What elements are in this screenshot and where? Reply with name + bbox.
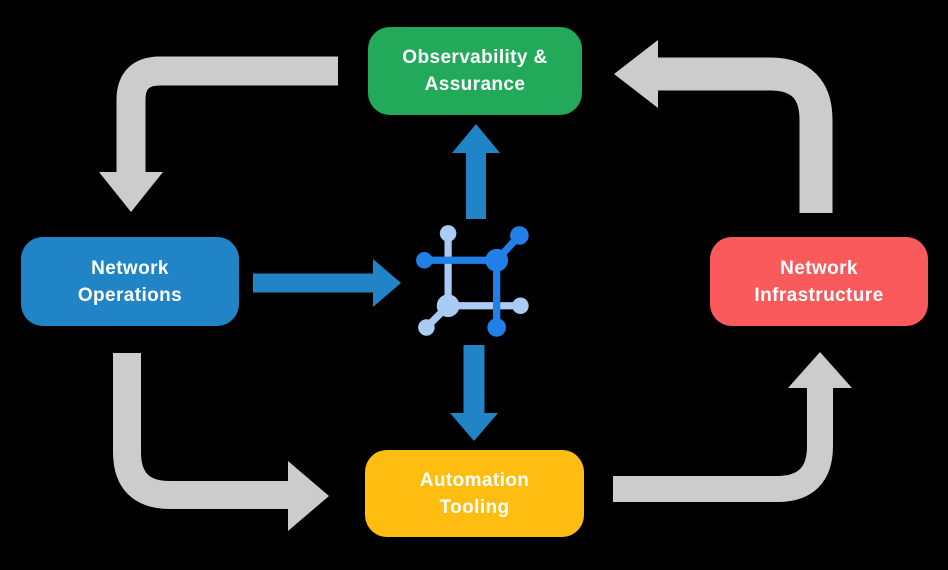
arrow-center-to-observability <box>452 124 500 219</box>
node-label-line: Automation <box>419 469 530 491</box>
node-automation-tooling: Automation Tooling <box>365 450 584 537</box>
arrow-operations-to-center <box>253 259 401 307</box>
arrow-infrastructure-to-observability <box>614 40 833 213</box>
node-label-line: Observability & <box>402 47 548 68</box>
arrow-automation-to-infrastructure <box>613 352 852 502</box>
node-network-infrastructure: Network Infrastructure <box>710 237 928 326</box>
arrow-observability-to-operations <box>99 56 338 212</box>
node-label-line: Network <box>780 257 858 279</box>
arrow-operations-to-automation <box>113 353 329 531</box>
node-label-line: Assurance <box>424 74 526 95</box>
node-label-line: Tooling <box>439 496 510 518</box>
network-mesh-icon <box>416 225 529 337</box>
node-label-line: Network <box>91 257 169 279</box>
node-network-operations: Network Operations <box>21 237 239 326</box>
node-label-line: Infrastructure <box>754 284 884 306</box>
node-label-line: Operations <box>77 284 183 306</box>
node-observability-assurance: Observability & Assurance <box>368 27 582 115</box>
arrow-center-to-automation <box>450 345 498 441</box>
